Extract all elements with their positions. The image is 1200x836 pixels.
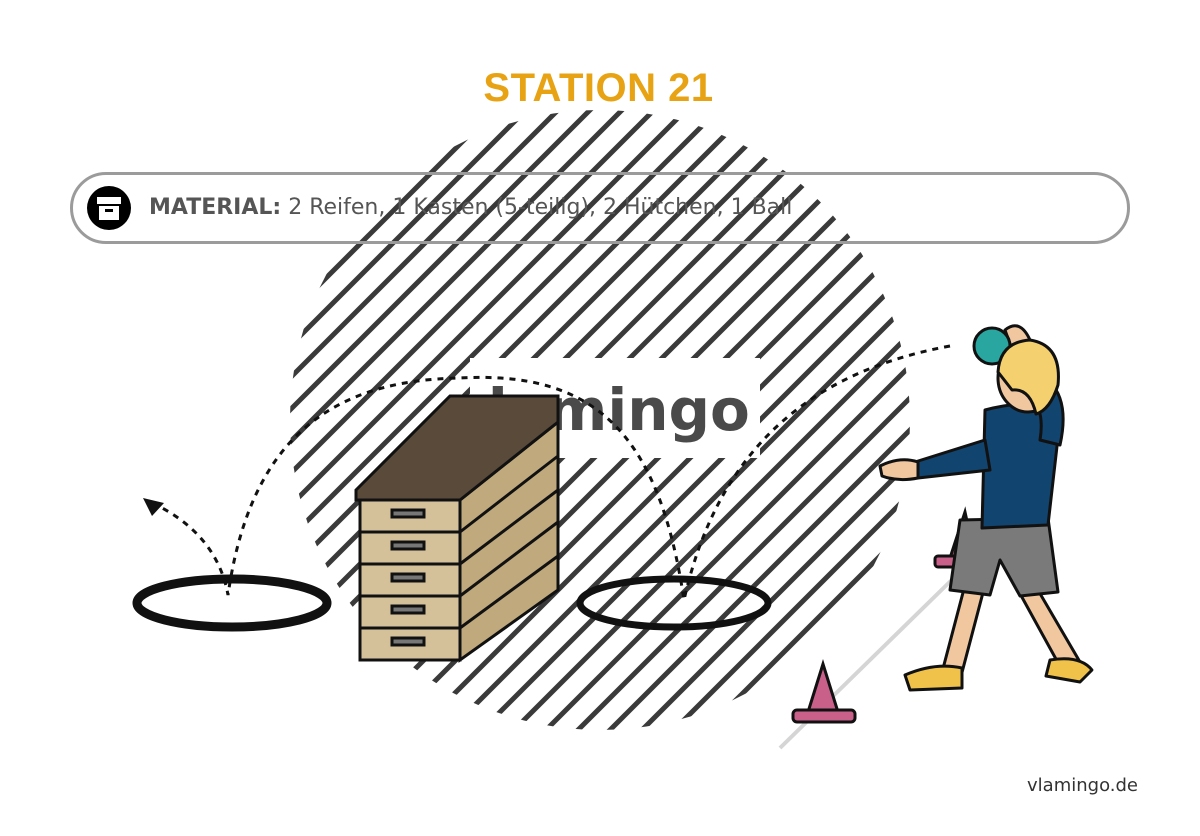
hatch-line <box>1124 100 1200 760</box>
material-description: MATERIAL: 2 Reifen, 1 Kasten (5-teilig),… <box>149 195 792 220</box>
hatch-line <box>0 100 24 760</box>
hatch-line <box>642 110 910 730</box>
hatch-line <box>450 110 910 730</box>
hatch-line <box>290 110 698 730</box>
hatch-line <box>514 110 910 730</box>
hatch-line <box>290 110 666 730</box>
footer-site: vlamingo.de <box>1027 775 1138 796</box>
hoop-left <box>132 574 332 632</box>
hoop-right <box>576 575 772 631</box>
hatch-line <box>290 110 506 730</box>
child-figure <box>878 324 1094 692</box>
station-title: STATION 21 <box>483 66 714 110</box>
hatch-line <box>290 110 634 730</box>
cone-front <box>791 658 857 724</box>
hatch-line <box>290 110 570 730</box>
material-bar: MATERIAL: 2 Reifen, 1 Kasten (5-teilig),… <box>70 172 1130 244</box>
material-items: 2 Reifen, 1 Kasten (5-teilig), 2 Hütchen… <box>288 195 793 220</box>
hatch-line <box>482 110 910 730</box>
hatch-line <box>674 110 910 730</box>
ball-trajectory <box>149 344 951 601</box>
hatch-line <box>610 110 910 730</box>
hatch-line <box>290 110 538 730</box>
hatch-line <box>1156 100 1200 760</box>
hatch-line <box>1188 100 1200 760</box>
material-label: MATERIAL: <box>149 195 282 220</box>
hatch-line <box>0 100 56 760</box>
trajectory-arrowhead <box>143 498 164 516</box>
hatch-line <box>546 110 910 730</box>
archive-box-icon <box>87 186 131 230</box>
hatch-line <box>578 110 910 730</box>
vaulting-box <box>354 394 560 663</box>
hatch-line <box>290 110 730 730</box>
hatch-line <box>290 110 602 730</box>
